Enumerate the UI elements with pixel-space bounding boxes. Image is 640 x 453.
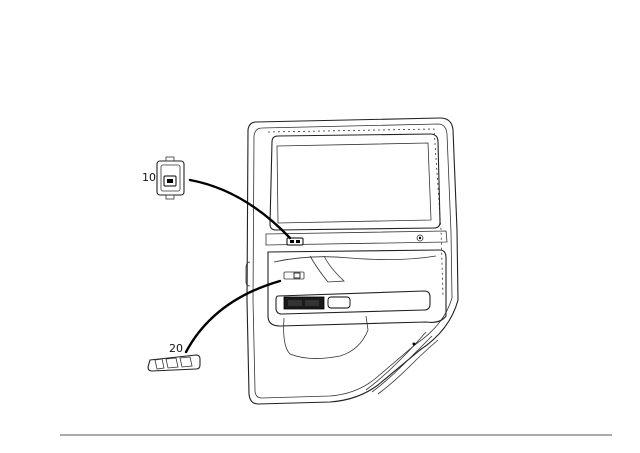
leader-line-10 <box>188 178 292 240</box>
trim-fastener <box>416 234 424 242</box>
pull-handle <box>327 296 351 309</box>
lock-button-housing <box>286 237 304 246</box>
callout-label-10: 10 <box>142 171 156 184</box>
door-inner-frame-line <box>252 123 453 399</box>
window-opening <box>269 133 441 231</box>
door-handle-recess <box>309 255 345 283</box>
door-seal-line <box>267 128 444 297</box>
leader-line-20 <box>184 279 282 354</box>
part-10-lock-switch <box>156 156 185 200</box>
door-outer-frame <box>246 117 459 405</box>
rear-door-assembly <box>245 117 459 405</box>
beltline-trim <box>265 230 448 246</box>
callout-label-20: 20 <box>169 342 183 355</box>
armrest <box>275 290 431 315</box>
upper-trim-curve <box>273 255 437 263</box>
mirror-switch <box>283 271 305 280</box>
lower-door-contour <box>365 331 427 391</box>
part-20-switch-panel <box>147 354 201 372</box>
door-trim-panel <box>267 249 447 327</box>
window-inner-edge <box>276 142 432 224</box>
door-pocket <box>283 315 369 359</box>
